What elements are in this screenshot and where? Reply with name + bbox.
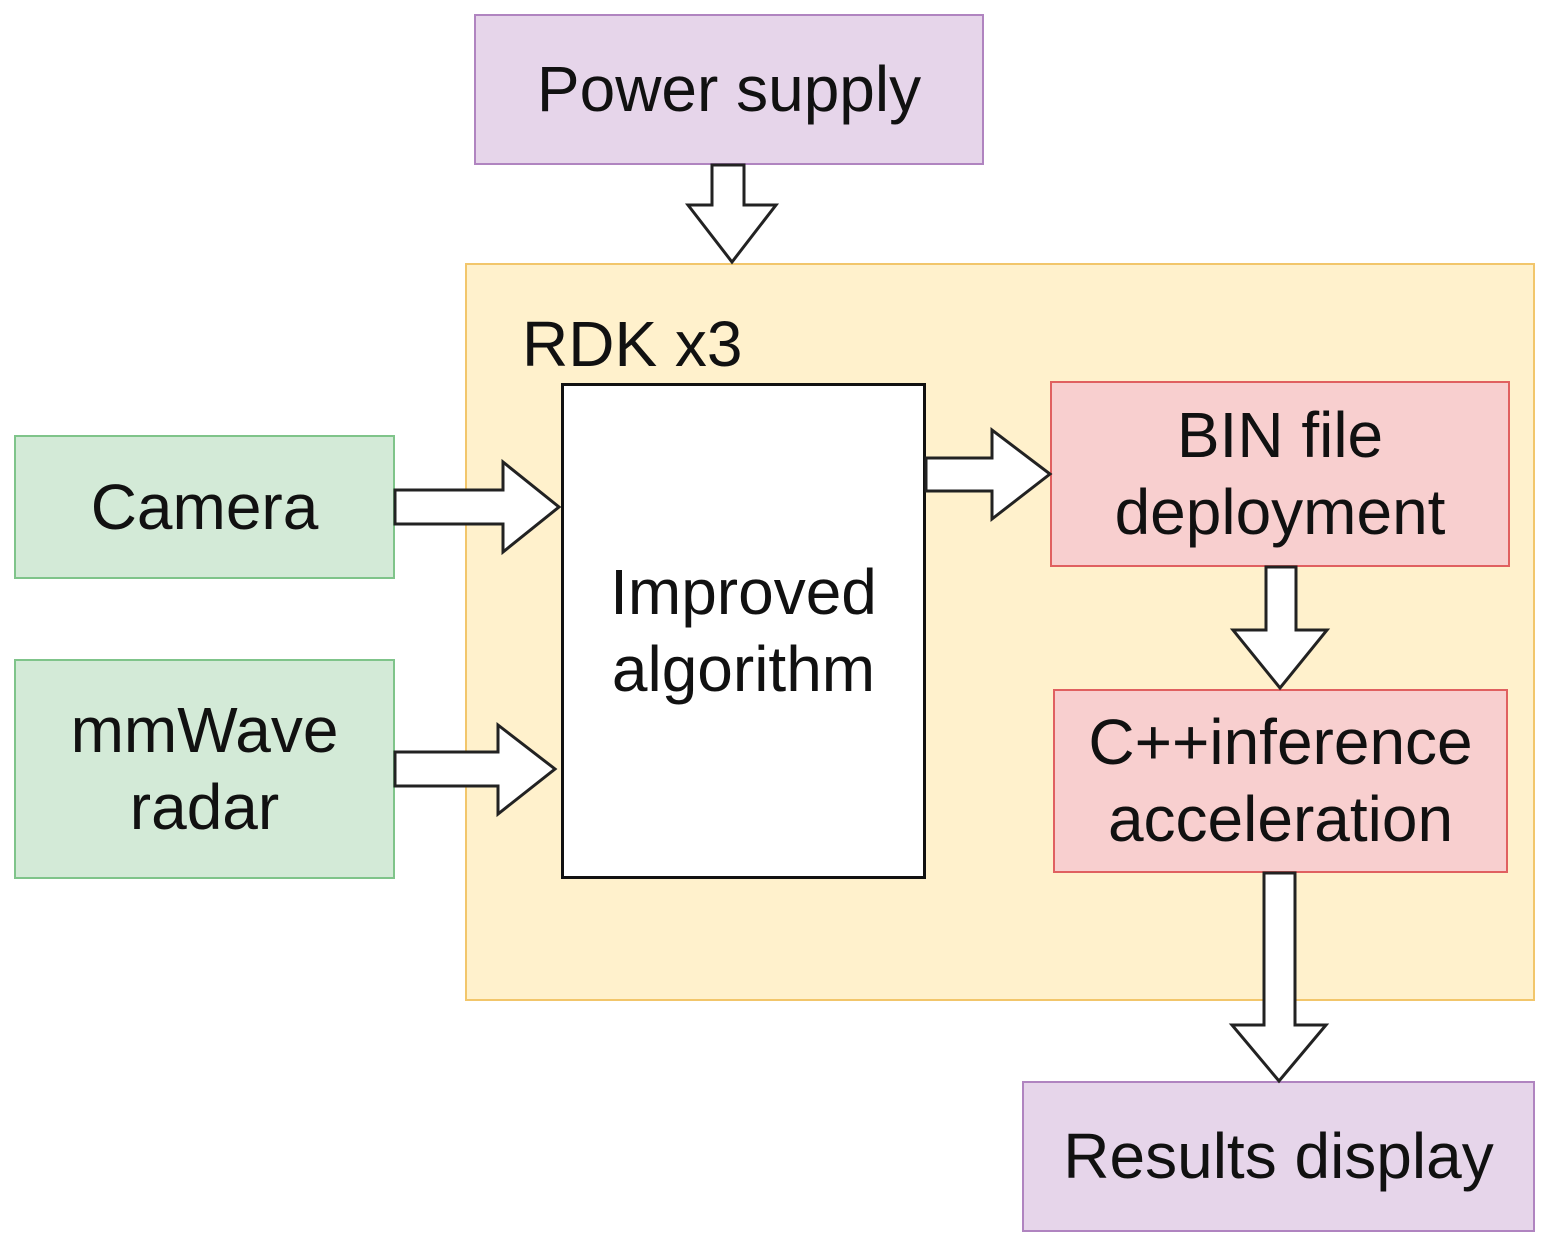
algorithm-label-line1: Improved [610,556,877,629]
bin-label-line1: BIN file [1176,399,1384,472]
improved-algorithm-box: Improved algorithm [561,383,926,879]
camera-box: Camera [14,435,395,579]
results-display-box: Results display [1022,1081,1535,1232]
bin-file-deployment-box: BIN file deployment [1050,381,1510,567]
cpp-label-line2: acceleration [1107,783,1454,855]
cpp-label-line1: C++inference [1088,706,1473,779]
power-supply-label: Power supply [536,53,922,126]
mmwave-radar-box: mmWave radar [14,659,395,879]
mmwave-label-line1: mmWave [70,694,339,767]
power-supply-box: Power supply [474,14,984,165]
bin-label-line2: deployment [1114,476,1446,548]
algorithm-label-line2: algorithm [611,633,876,705]
rdk-x3-label: RDK x3 [522,308,743,380]
results-display-label: Results display [1063,1120,1494,1193]
cpp-inference-box: C++inference acceleration [1053,689,1508,873]
mmwave-label-line2: radar [129,771,280,843]
arrow-power-to-rdk [684,163,780,265]
camera-label: Camera [90,470,319,543]
